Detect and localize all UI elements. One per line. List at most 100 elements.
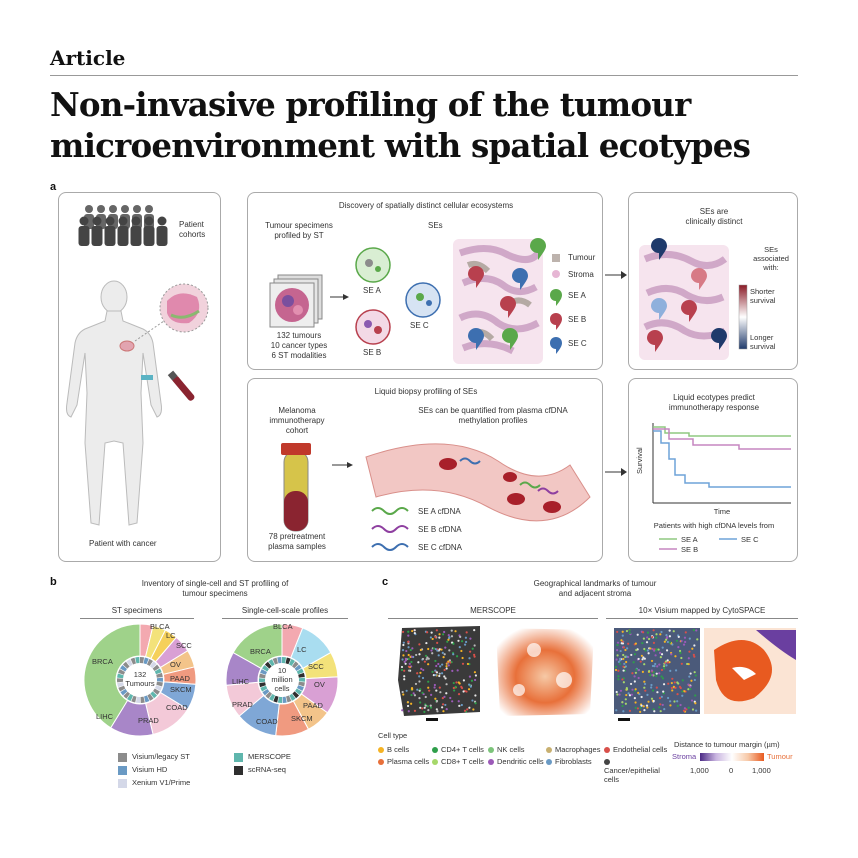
dots1-cell-57: [407, 630, 410, 633]
dots1-cell-229: [457, 700, 460, 703]
donut-right-ring-11: [292, 691, 300, 699]
dots1-cell-63: [418, 653, 421, 656]
dots1-cell-59: [464, 640, 468, 644]
donut-right-ring-27: [268, 659, 275, 667]
dots1-cell-70: [435, 689, 438, 692]
km-legend-se-c: SE C: [741, 535, 759, 544]
dots2-cell-20: [643, 657, 646, 660]
dots1-cell-174: [448, 659, 452, 662]
donut-left-ring-20: [118, 685, 126, 692]
dots2-cell-166: [650, 683, 653, 687]
dots2-cell-161: [655, 636, 658, 639]
dots1-cell-150: [468, 657, 471, 660]
donut-right-ring-0: [282, 657, 287, 664]
dots2-cell-213: [689, 685, 692, 688]
dots2-cell-284: [673, 700, 676, 703]
dots1-cell-29: [452, 681, 455, 685]
dots2-cell-123: [643, 647, 646, 651]
dots2-cell-210: [694, 694, 697, 697]
se-tissue-map: [453, 239, 543, 364]
st-specimens-donut: [83, 623, 197, 737]
dots1-cell-193: [460, 649, 463, 653]
left-label-blca: BLCA: [150, 622, 170, 631]
dots2-cell-9: [660, 668, 664, 672]
dots2-cell-42: [632, 661, 635, 664]
dots2-cell-220: [646, 636, 649, 639]
dots1-cell-207: [402, 693, 405, 696]
dots2-cell-117: [688, 637, 691, 640]
dots1-cell-246: [474, 702, 477, 705]
dots1-cell-253: [424, 654, 428, 657]
quantified-text: SEs can be quantified from plasma cfDNA …: [418, 406, 568, 425]
donut-left-ring-0: [140, 657, 145, 664]
dots2-cell-136: [637, 676, 640, 680]
dots1-cell-259: [462, 690, 465, 693]
dots2-cell-256: [643, 686, 646, 689]
dots2-cell-31: [650, 669, 654, 672]
dots1-cell-80: [441, 663, 444, 666]
dots2-cell-160: [662, 683, 666, 686]
donut-left-ring-14: [140, 696, 145, 703]
dots1-cell-160: [445, 683, 448, 686]
dots1-cell-199: [416, 688, 419, 691]
donut-left-ring-5: [154, 668, 162, 675]
dots2-cell-121: [684, 631, 687, 634]
dots1-cell-236: [420, 667, 423, 670]
dots2-cell-189: [652, 671, 655, 674]
dots1-cell-137: [410, 687, 414, 690]
dots1-cell-99: [452, 642, 455, 645]
se-c-label: SE C: [410, 321, 429, 330]
km-se-b: [653, 428, 791, 450]
dots1-cell-42: [417, 661, 420, 664]
dots1-cell-74: [406, 701, 409, 704]
dots1-cell-230: [450, 629, 453, 632]
dots1-cell-245: [445, 692, 448, 695]
dots1-cell-33: [435, 664, 438, 668]
dots1-cell-181: [438, 672, 441, 675]
cfdna-se-c: SE C cfDNA: [418, 543, 463, 552]
dots2-cell-146: [645, 704, 649, 707]
dots1-cell-81: [410, 702, 413, 705]
dots2-cell-19: [627, 692, 630, 695]
dots2-cell-26: [626, 647, 629, 650]
dots2-cell-13: [693, 644, 696, 647]
dots2-cell-235: [665, 638, 668, 641]
dots1-cell-71: [426, 705, 429, 708]
dots2-cell-124: [674, 669, 678, 672]
donut-left-ring-27: [126, 659, 133, 667]
dots2-cell-125: [633, 680, 636, 683]
dots1-cell-97: [436, 710, 439, 713]
dots1-cell-182: [441, 706, 444, 709]
dots1-cell-100: [416, 672, 419, 675]
dots2-cell-60: [655, 633, 658, 636]
dots2-cell-6: [668, 635, 672, 638]
dots1-cell-50: [410, 693, 413, 697]
dots2-cell-157: [654, 654, 657, 657]
dots2-cell-74: [621, 701, 624, 704]
dots1-cell-166: [433, 683, 436, 687]
time-axis-label: Time: [713, 507, 731, 516]
left-label-skcm: SKCM: [170, 685, 192, 694]
dots2-cell-182: [658, 706, 661, 709]
donut-left-ring-24: [118, 669, 126, 675]
dots1-cell-67: [431, 637, 434, 641]
dots2-cell-95: [687, 688, 690, 691]
dots2-cell-175: [639, 706, 642, 709]
donut-right-ring-10: [294, 688, 302, 695]
dots2-cell-156: [652, 641, 656, 644]
dots2-cell-1: [624, 648, 627, 652]
dots2-cell-126: [687, 706, 690, 709]
plasma-samples-label: 78 pretreatment plasma samples: [268, 532, 326, 551]
dots1-cell-26: [411, 647, 414, 650]
dots1-cell-176: [446, 640, 449, 643]
dots2-cell-197: [649, 647, 652, 650]
dots2-cell-288: [647, 700, 650, 703]
dots1-cell-223: [448, 649, 451, 652]
dots2-cell-131: [663, 708, 666, 711]
se-pins: [468, 238, 546, 350]
donut-left-ring-7: [156, 677, 163, 682]
panel-b-title: Inventory of single-cell and ST profilin…: [141, 579, 289, 598]
blood-vessel-icon: [365, 443, 591, 522]
dots2-cell-263: [696, 638, 699, 641]
dots2-cell-91: [694, 674, 697, 677]
